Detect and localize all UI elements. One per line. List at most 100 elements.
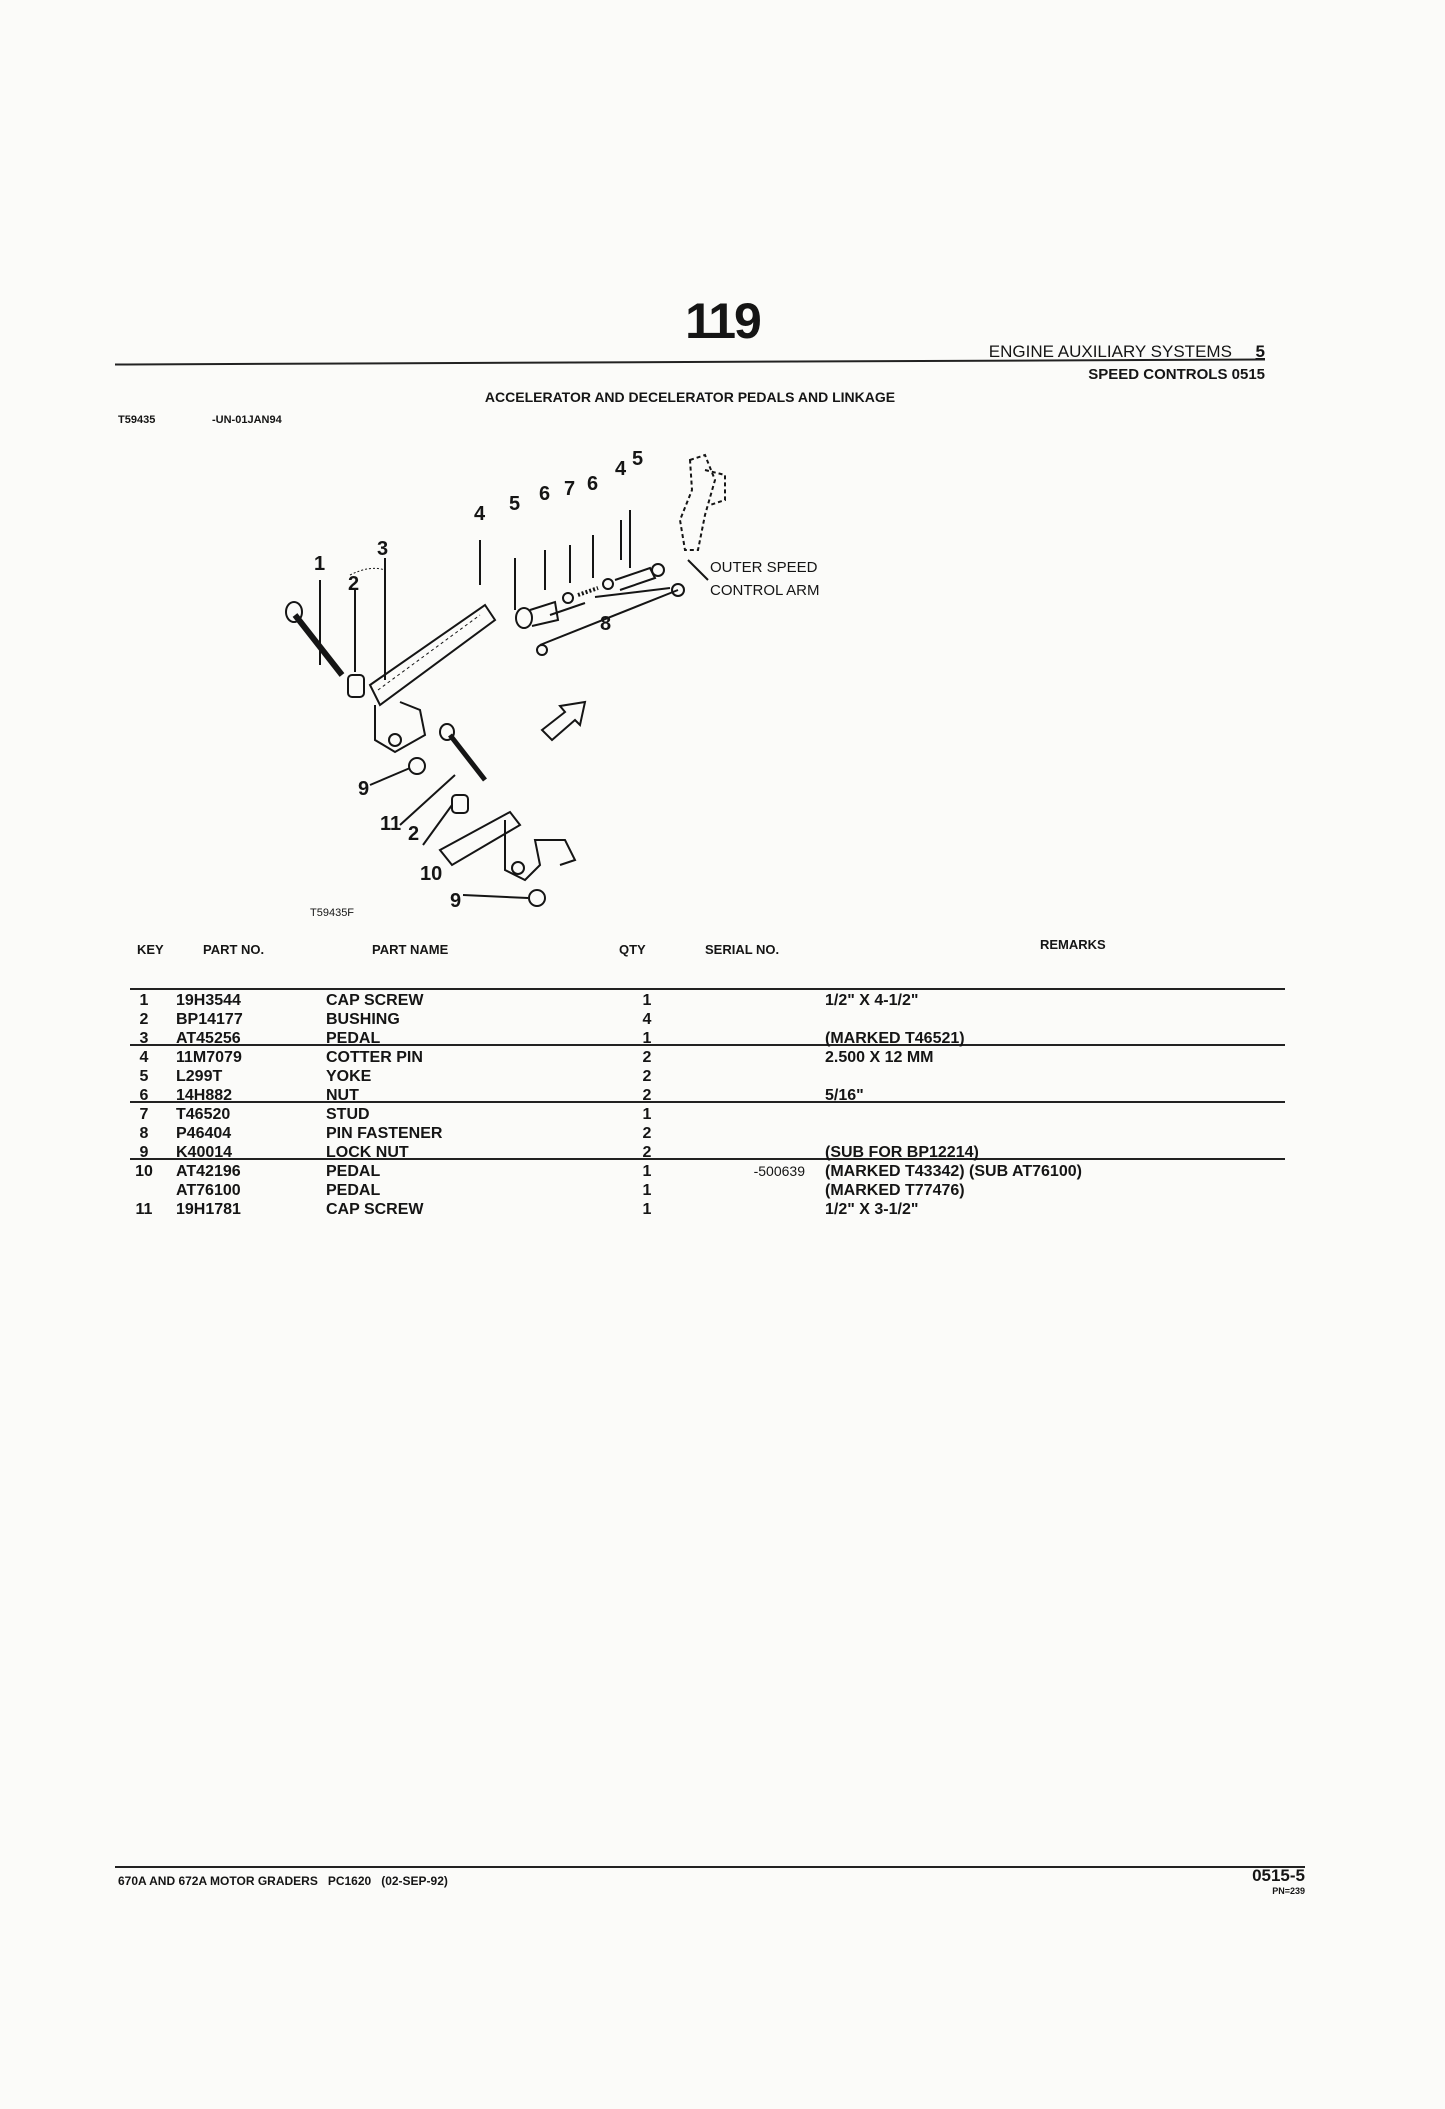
figure-date: -UN-01JAN94 xyxy=(212,414,282,426)
cell-remarks: 1/2" X 3-1/2" xyxy=(825,1201,919,1218)
cell-part-name: PIN FASTENER xyxy=(326,1125,443,1142)
cell-key: 6 xyxy=(139,1087,149,1104)
cell-key: 7 xyxy=(139,1106,149,1123)
header-section-number: 5 xyxy=(1255,342,1265,361)
table-row: 4 11M7079 COTTER PIN 2 2.500 X 12 MM xyxy=(0,1048,1445,1067)
table-row: 1 19H3544 CAP SCREW 1 1/2" X 4-1/2" xyxy=(0,991,1445,1010)
cell-part-no: AT42196 xyxy=(176,1163,241,1180)
cell-qty: 4 xyxy=(642,1011,652,1028)
cell-qty: 2 xyxy=(642,1087,652,1104)
section-title: ACCELERATOR AND DECELERATOR PEDALS AND L… xyxy=(484,389,896,405)
cell-key: 3 xyxy=(139,1030,149,1047)
outer-speed-label: OUTER SPEED xyxy=(710,559,818,576)
parts-diagram: 1 2 3 4 5 6 7 6 4 5 8 9 11 2 10 9 OUTER … xyxy=(285,448,819,919)
page-number: 119 xyxy=(685,293,762,349)
cell-part-no: 19H3544 xyxy=(176,992,241,1009)
header-subsection: SPEED CONTROLS 0515 xyxy=(1088,366,1265,383)
cell-remarks: 1/2" X 4-1/2" xyxy=(825,992,919,1009)
cell-remarks: (MARKED T46521) xyxy=(825,1030,965,1047)
callout-5: 5 xyxy=(509,493,520,515)
table-rule xyxy=(130,1101,1285,1103)
cell-part-name: PEDAL xyxy=(326,1030,381,1047)
callout-7: 7 xyxy=(564,478,575,500)
callout-6b: 6 xyxy=(587,473,598,495)
cell-remarks: (SUB FOR BP12214) xyxy=(825,1144,979,1161)
cell-part-name: CAP SCREW xyxy=(326,992,424,1009)
table-row: 11 19H1781 CAP SCREW 1 1/2" X 3-1/2" xyxy=(0,1200,1445,1219)
table-row: 7 T46520 STUD 1 xyxy=(0,1105,1445,1124)
figure-image-code: T59435F xyxy=(310,907,354,919)
cell-part-name: STUD xyxy=(326,1106,370,1123)
cell-qty: 1 xyxy=(642,1030,652,1047)
callout-3: 3 xyxy=(377,538,388,560)
table-row: 2 BP14177 BUSHING 4 xyxy=(0,1010,1445,1029)
callout-9: 9 xyxy=(358,778,369,800)
cell-qty: 2 xyxy=(642,1049,652,1066)
cell-remarks: 2.500 X 12 MM xyxy=(825,1049,934,1066)
cell-key: 11 xyxy=(135,1201,153,1218)
cell-key: 10 xyxy=(135,1163,153,1180)
header-section: ENGINE AUXILIARY SYSTEMS 5 xyxy=(989,342,1265,362)
header-rule xyxy=(115,358,1265,366)
callout-labels: 1 2 3 4 5 6 7 6 4 5 8 9 11 2 10 9 OUTER … xyxy=(310,448,819,919)
footer-rule xyxy=(115,1866,1305,1868)
table-rule xyxy=(130,1044,1285,1046)
callout-10: 10 xyxy=(420,863,442,885)
cell-qty: 1 xyxy=(642,992,652,1009)
cell-part-name: PEDAL xyxy=(326,1163,381,1180)
cell-qty: 2 xyxy=(642,1125,652,1142)
figure-id: T59435 xyxy=(118,414,156,426)
cell-key: 4 xyxy=(139,1049,149,1066)
col-header-part-name: PART NAME xyxy=(372,942,449,957)
cell-key: 2 xyxy=(139,1011,149,1028)
cell-remarks: (MARKED T43342) (SUB AT76100) xyxy=(825,1163,1082,1180)
header-section-title: ENGINE AUXILIARY SYSTEMS xyxy=(988,342,1232,361)
cell-part-name: COTTER PIN xyxy=(326,1049,423,1066)
cell-part-no: P46404 xyxy=(176,1125,232,1142)
cell-key: 9 xyxy=(139,1144,149,1161)
callout-4b: 4 xyxy=(615,458,627,480)
cell-part-name: YOKE xyxy=(326,1068,372,1085)
table-row: AT76100 PEDAL 1 (MARKED T77476) xyxy=(0,1181,1445,1200)
cell-qty: 1 xyxy=(642,1106,652,1123)
footer-pn: PN=239 xyxy=(1272,1886,1305,1896)
cell-part-no: 14H882 xyxy=(176,1087,233,1104)
cell-part-no: AT76100 xyxy=(176,1182,241,1199)
cell-part-no: T46520 xyxy=(176,1106,231,1123)
callout-6: 6 xyxy=(539,483,550,505)
cell-key: 8 xyxy=(139,1125,149,1142)
cell-part-name: CAP SCREW xyxy=(326,1201,424,1218)
col-header-qty: QTY xyxy=(619,942,646,957)
callout-8: 8 xyxy=(600,613,611,635)
cell-remarks: (MARKED T77476) xyxy=(825,1182,965,1199)
callout-2: 2 xyxy=(348,573,359,595)
col-header-key: KEY xyxy=(137,942,164,957)
cell-part-no: AT45256 xyxy=(176,1030,241,1047)
cell-key: 5 xyxy=(139,1068,149,1085)
cell-part-no: BP14177 xyxy=(176,1011,243,1028)
callout-9b: 9 xyxy=(450,890,461,912)
cell-qty: 2 xyxy=(642,1144,652,1161)
cell-part-no: 11M7079 xyxy=(176,1049,242,1066)
callout-11: 11 xyxy=(380,813,401,835)
callout-2b: 2 xyxy=(408,823,419,845)
cell-part-name: PEDAL xyxy=(326,1182,381,1199)
col-header-remarks: REMARKS xyxy=(1040,937,1106,952)
cell-qty: 1 xyxy=(642,1163,652,1180)
cell-part-name: BUSHING xyxy=(326,1011,400,1028)
cell-part-no: 19H1781 xyxy=(176,1201,241,1218)
cell-part-no: K40014 xyxy=(176,1144,233,1161)
table-row: 8 P46404 PIN FASTENER 2 xyxy=(0,1124,1445,1143)
cell-key: 1 xyxy=(139,992,149,1009)
cell-remarks: 5/16" xyxy=(825,1087,864,1104)
table-rule xyxy=(130,988,1285,990)
table-row: 3 AT45256 PEDAL 1 (MARKED T46521) xyxy=(0,1029,1445,1048)
callout-4: 4 xyxy=(474,503,486,525)
footer-text: 670A AND 672A MOTOR GRADERS PC1620 (02-S… xyxy=(118,1874,448,1888)
cell-qty: 1 xyxy=(642,1182,652,1199)
cell-qty: 1 xyxy=(642,1201,652,1218)
